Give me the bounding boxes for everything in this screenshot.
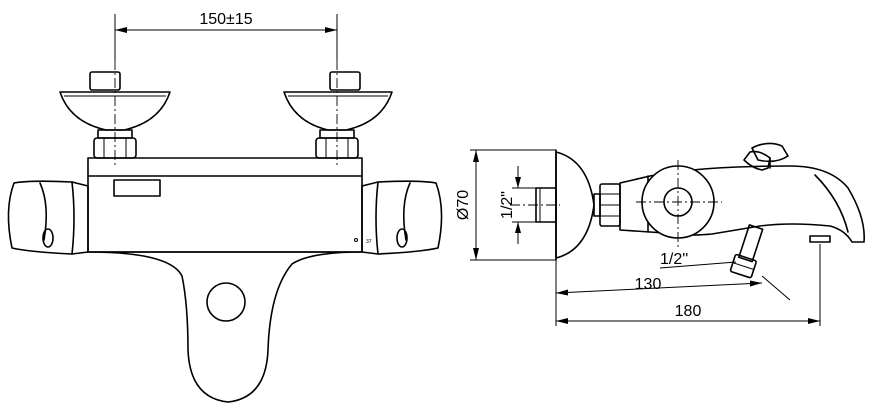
dimension-body-diameter: Ø70 — [455, 149, 556, 261]
dimension-spout-length: 180 — [556, 244, 821, 326]
diverter-knob — [743, 142, 789, 171]
left-eccentric-connector — [59, 71, 171, 159]
side-view: Ø70 1/2" 1/2'' 130 — [455, 142, 865, 326]
right-handle: 37 — [361, 180, 443, 255]
side-spout — [619, 165, 865, 243]
temperature-mark: 37 — [366, 239, 372, 245]
body-label-plate — [113, 179, 161, 197]
dimension-inlet-spacing: 150±15 — [114, 11, 338, 60]
dimension-outlet-distance: 130 — [555, 260, 791, 326]
spout-aerator — [809, 235, 831, 243]
label-body-diameter: Ø70 — [455, 190, 472, 220]
label-spout-length: 180 — [675, 303, 702, 320]
aerator-outlet — [206, 282, 246, 322]
front-spout — [87, 251, 363, 403]
label-inlet-spacing: 150±15 — [199, 11, 252, 28]
left-handle — [7, 180, 89, 255]
wall-rosette — [555, 151, 595, 259]
right-eccentric-connector — [283, 71, 393, 159]
shower-outlet — [729, 224, 764, 279]
dimension-inlet-thread: 1/2" — [499, 166, 536, 244]
dimension-outlet-thread: 1/2'' — [659, 251, 737, 269]
label-inlet-thread: 1/2" — [499, 191, 516, 219]
mixer-body — [87, 157, 363, 253]
label-outlet-distance: 130 — [635, 276, 662, 293]
label-outlet-thread: 1/2'' — [660, 251, 688, 268]
front-view: 37 — [7, 11, 443, 403]
